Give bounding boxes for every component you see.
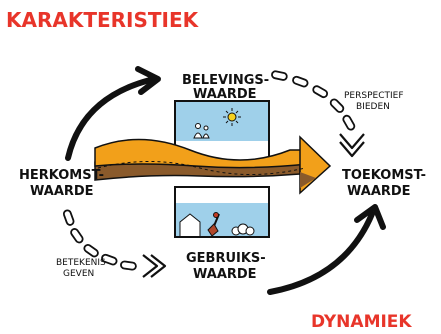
herkomstwaarde-line2: WAARDE [30, 184, 94, 199]
bottom-frame [174, 186, 270, 238]
top-sky [175, 101, 269, 141]
arrow-gebruik-to-toekomst [267, 204, 386, 295]
band-orange [94, 138, 309, 169]
herkomstwaarde-line1: HERKOMST- [19, 168, 104, 183]
cloud-icon [231, 223, 255, 236]
person-icon [193, 123, 210, 139]
shovel-icon [207, 212, 220, 237]
arrow-herkomst-to-gebruik [62, 209, 167, 278]
house-icon [179, 213, 201, 236]
gebruikswaarde-line2: WAARDE [193, 267, 257, 282]
bottom-panel [174, 186, 270, 238]
title-text: KARAKTERISTIEK [6, 8, 200, 32]
perspectief-line2: BIEDEN [356, 102, 390, 112]
betekenis-line1: BETEKENIS [56, 258, 106, 268]
belevingswaarde-line2: WAARDE [193, 87, 257, 102]
gebruikswaarde-line1: GEBRUIKS- [186, 251, 266, 266]
toekomstwaarde-line1: TOEKOMST- [342, 168, 426, 183]
belevingswaarde-line1: BELEVINGS- [182, 73, 269, 88]
betekenis-line2: GEVEN [63, 269, 94, 279]
sun-icon [223, 108, 241, 126]
flow-band [94, 135, 332, 195]
arrow-herkomst-to-beleving [65, 66, 161, 161]
footer-text: DYNAMIEK [311, 312, 412, 332]
perspectief-line1: PERSPECTIEF [344, 91, 404, 101]
toekomstwaarde-line2: WAARDE [347, 184, 411, 199]
band-arrowhead-shadow [300, 172, 316, 188]
arrow-beleving-to-toekomst [271, 70, 365, 158]
band-dashline [97, 161, 306, 175]
top-panel [174, 100, 270, 162]
